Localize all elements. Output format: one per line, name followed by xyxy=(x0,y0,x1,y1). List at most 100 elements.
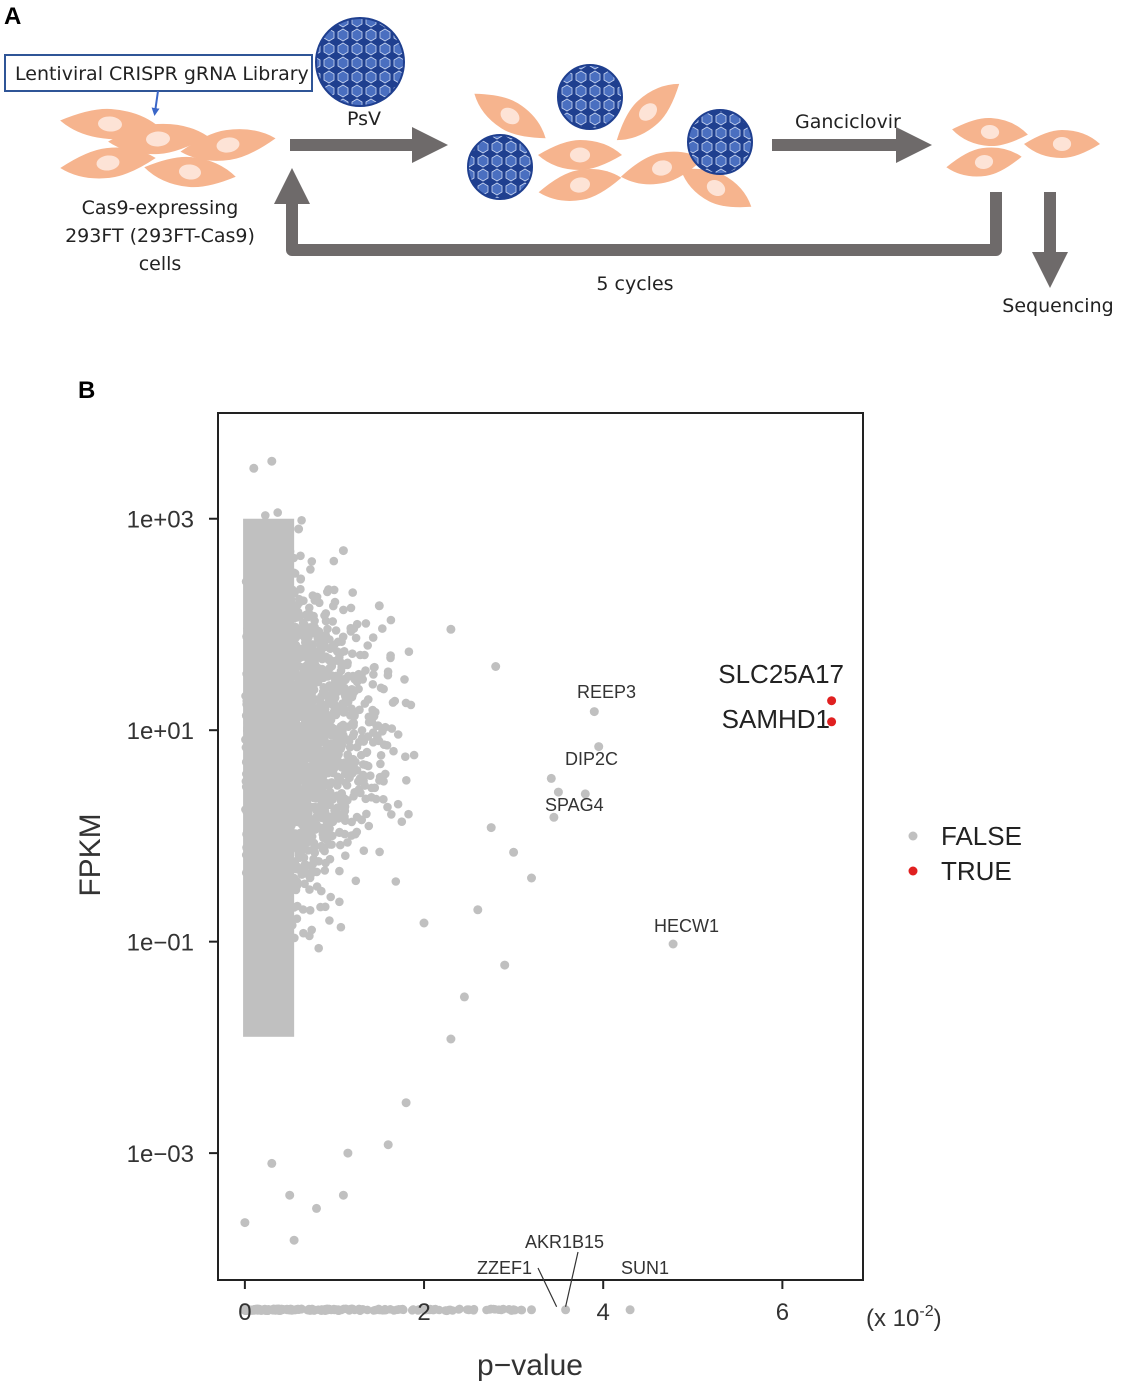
cloud-point xyxy=(379,795,388,804)
cloud-point xyxy=(303,673,313,683)
legend-swatch-true xyxy=(908,866,918,876)
cloud-point xyxy=(317,886,326,896)
cloud-point xyxy=(323,768,333,778)
cloud-point xyxy=(326,892,336,902)
cloud-point xyxy=(321,630,331,640)
cloud-point xyxy=(378,624,387,633)
cell xyxy=(952,117,1028,147)
data-point xyxy=(374,601,384,611)
x-multiplier: (x 10-2) xyxy=(866,1303,942,1332)
cell xyxy=(60,147,156,179)
cloud-point xyxy=(325,824,334,833)
gene-label-slc25a17: SLC25A17 xyxy=(718,659,844,689)
cloud-point xyxy=(390,696,400,706)
data-point xyxy=(267,1158,277,1168)
data-point xyxy=(509,1305,519,1315)
cloud-point xyxy=(309,654,318,663)
cloud-point xyxy=(316,902,325,912)
gene-label-reep3: REEP3 xyxy=(577,682,636,702)
cloud-point xyxy=(409,750,419,760)
cloud-point xyxy=(296,742,306,751)
gene-label-sun1: SUN1 xyxy=(621,1258,669,1278)
cloud-point xyxy=(325,854,335,864)
cloud-point xyxy=(342,735,352,744)
cloud-point xyxy=(352,677,362,687)
cloud-point xyxy=(319,725,328,735)
gene-label-zzef1: ZZEF1 xyxy=(477,1258,532,1278)
cloud-point xyxy=(310,818,320,827)
cloud-point xyxy=(305,803,315,813)
cloud-point xyxy=(296,551,305,561)
library-box xyxy=(4,54,313,92)
cloud-point xyxy=(354,777,363,786)
cloud-point xyxy=(306,565,315,574)
cloud-point xyxy=(302,773,312,783)
cloud-point xyxy=(351,876,361,886)
baseline-point xyxy=(517,1305,527,1315)
cloud-point xyxy=(351,829,360,839)
psv-virus-icon xyxy=(315,17,405,107)
cloud-point xyxy=(317,746,326,756)
cloud-point xyxy=(296,575,305,584)
x-multiplier-base: (x 10 xyxy=(866,1305,919,1332)
cloud-point xyxy=(344,755,354,765)
cell xyxy=(144,156,236,188)
cloud-point xyxy=(350,710,359,719)
cloud-point xyxy=(314,943,324,953)
cloud-point xyxy=(336,840,345,850)
cloud-point xyxy=(337,789,346,799)
cloud-point xyxy=(305,603,314,613)
cloud-point xyxy=(310,719,320,729)
cloud-point xyxy=(387,810,396,819)
data-point xyxy=(459,992,469,1002)
cloud-point xyxy=(293,901,302,911)
cloud-point xyxy=(318,760,328,770)
psv-label: PsV xyxy=(347,108,381,130)
cloud-point xyxy=(328,817,338,827)
point-cloud xyxy=(240,508,527,1316)
cloud-point xyxy=(397,817,407,826)
data-point-zzef1 xyxy=(527,1305,536,1315)
panel-label-b: B xyxy=(78,377,95,404)
baseline-point xyxy=(429,1305,438,1315)
cloud-point xyxy=(335,775,345,785)
data-point xyxy=(553,787,563,797)
cloud-point xyxy=(364,821,374,831)
cloud-point xyxy=(363,641,373,650)
cloud-point xyxy=(357,815,366,825)
baseline-point xyxy=(398,1304,407,1314)
data-point xyxy=(312,1203,321,1213)
cloud-point xyxy=(297,516,306,525)
y-tick-label: 1e−03 xyxy=(127,1141,194,1168)
cloud-point xyxy=(351,633,361,643)
cloud-point xyxy=(314,857,324,866)
data-point xyxy=(374,1305,384,1315)
data-point xyxy=(383,1140,393,1150)
legend-label-false: FALSE xyxy=(941,821,1022,851)
cloud-point xyxy=(317,704,326,714)
cloud-point xyxy=(292,877,302,887)
cloud-point xyxy=(315,732,324,741)
legend-label-true: TRUE xyxy=(941,856,1012,886)
data-point xyxy=(343,1148,353,1158)
cloud-point xyxy=(404,647,414,656)
cloud-point xyxy=(326,792,335,802)
cloud-point xyxy=(307,698,317,708)
cloud-point xyxy=(336,743,346,752)
cloud-point xyxy=(347,685,357,694)
cloud-point xyxy=(391,877,401,886)
cell-label-line-3: cells xyxy=(139,253,182,275)
cloud-point xyxy=(308,752,318,761)
cloud-point xyxy=(393,730,403,739)
cloud-point xyxy=(325,916,334,925)
cloud-point xyxy=(329,601,338,611)
cloud-point xyxy=(346,623,356,633)
cloud-core xyxy=(243,518,295,1037)
cloud-point xyxy=(364,717,374,727)
panel-label-a: A xyxy=(4,3,21,30)
gene-labels: REEP3DIP2CSPAG4HECW1ZZEF1AKR1B15SUN1SLC2… xyxy=(477,659,844,1308)
cloud-point xyxy=(342,781,352,790)
cloud-point xyxy=(376,759,385,769)
gene-label-akr1b15: AKR1B15 xyxy=(525,1232,604,1252)
